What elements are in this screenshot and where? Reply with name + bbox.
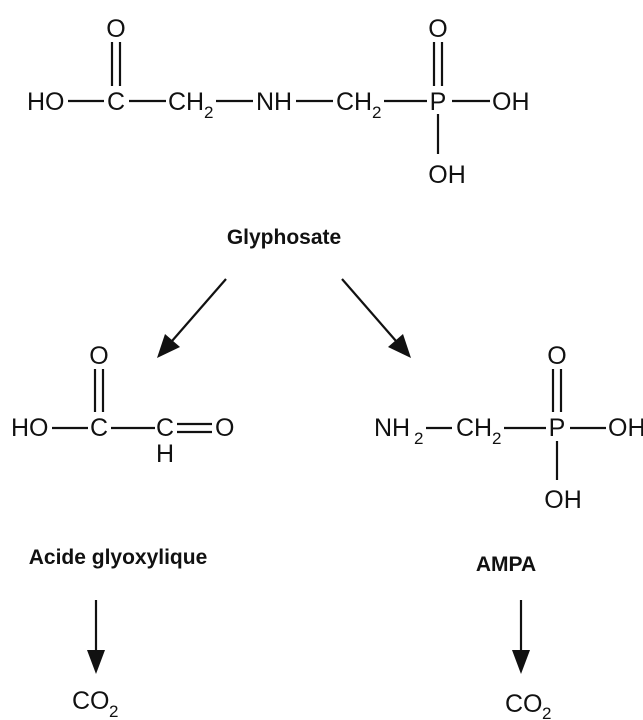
glyoxylic-aldehyde-carbon: C bbox=[156, 414, 174, 442]
co2-left: CO 2 bbox=[72, 687, 118, 720]
glyphosate-phosphorus: P bbox=[430, 88, 447, 116]
glyphosate-hydroxyl-left: HO bbox=[27, 88, 65, 116]
glyphosate-label: Glyphosate bbox=[227, 226, 341, 249]
arrow-to-ampa bbox=[341, 278, 411, 358]
glyoxylic-carboxyl-carbon: C bbox=[90, 414, 108, 442]
ampa-phosphorus: P bbox=[549, 414, 566, 442]
ampa-amine-subscript: 2 bbox=[414, 429, 423, 448]
glyphosate-carbonyl-oxygen: O bbox=[106, 15, 125, 43]
glyoxylic-acid-structure: O HO C C O H bbox=[11, 342, 234, 468]
glyoxylic-hydroxyl: HO bbox=[11, 414, 49, 442]
glyoxylic-aldehyde-oxygen: O bbox=[215, 414, 234, 442]
ampa-methylene: CH bbox=[456, 414, 492, 442]
glyoxylic-aldehyde-hydrogen: H bbox=[156, 440, 174, 468]
glyphosate-methylene-1: CH bbox=[168, 88, 204, 116]
co2-right-formula: CO bbox=[505, 690, 543, 718]
ampa-structure: NH 2 CH 2 P O OH OH bbox=[374, 342, 643, 514]
glyphosate-amine: NH bbox=[256, 88, 292, 116]
glyphosate-structure: O HO C CH 2 NH CH 2 P O OH OH bbox=[27, 15, 530, 189]
glyphosate-methylene-1-subscript: 2 bbox=[204, 103, 213, 122]
ampa-methylene-subscript: 2 bbox=[492, 429, 501, 448]
glyoxylic-acid-label: Acide glyoxylique bbox=[29, 546, 208, 569]
glyphosate-hydroxyl-right: OH bbox=[492, 88, 530, 116]
glyphosate-hydroxyl-bottom: OH bbox=[428, 161, 466, 189]
ampa-hydroxyl-bottom: OH bbox=[544, 486, 582, 514]
ampa-hydroxyl-right: OH bbox=[608, 414, 643, 442]
co2-right-subscript: 2 bbox=[542, 704, 551, 720]
glyphosate-methylene-2: CH bbox=[336, 88, 372, 116]
glyphosate-carboxyl-carbon: C bbox=[107, 88, 125, 116]
co2-right: CO 2 bbox=[505, 690, 551, 720]
arrow-to-glyoxylic-acid bbox=[157, 278, 227, 358]
ampa-amine: NH bbox=[374, 414, 410, 442]
ampa-phosphoryl-oxygen: O bbox=[547, 342, 566, 370]
arrow-glyoxylic-to-co2 bbox=[87, 600, 105, 674]
arrow-ampa-to-co2 bbox=[512, 600, 530, 674]
co2-left-formula: CO bbox=[72, 687, 110, 715]
glyoxylic-carbonyl-oxygen: O bbox=[89, 342, 108, 370]
co2-left-subscript: 2 bbox=[109, 702, 118, 720]
ampa-label: AMPA bbox=[476, 553, 536, 576]
glyphosate-phosphoryl-oxygen: O bbox=[428, 15, 447, 43]
glyphosate-methylene-2-subscript: 2 bbox=[372, 103, 381, 122]
